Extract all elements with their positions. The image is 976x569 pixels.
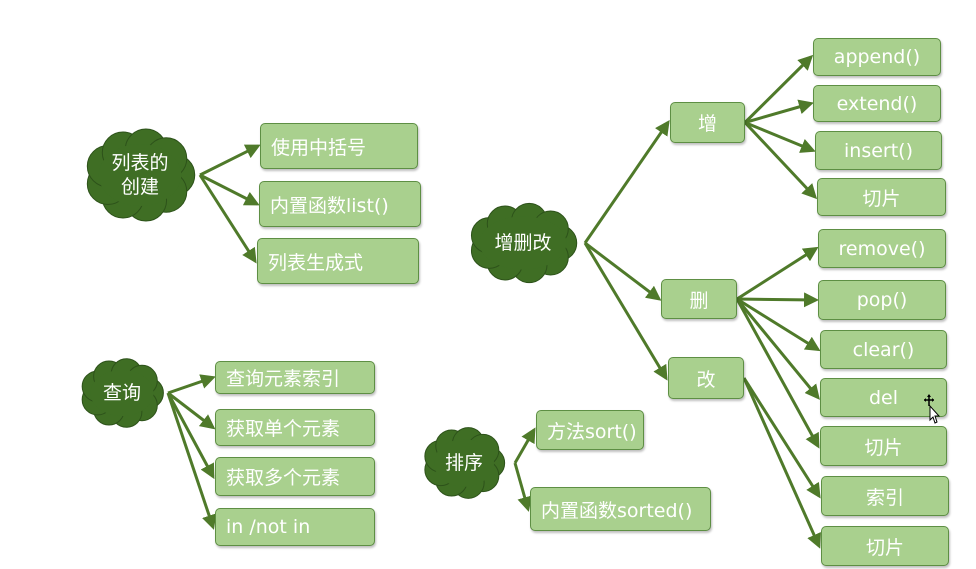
connector-delete-3 bbox=[735, 298, 820, 400]
node-add-2: insert() bbox=[815, 131, 942, 170]
branch-node-delete: 删 bbox=[661, 279, 737, 319]
connector-delete-1 bbox=[736, 292, 819, 308]
branch-node-modify: 改 bbox=[668, 357, 744, 399]
connector-query-1 bbox=[167, 391, 216, 430]
connector-modify-1 bbox=[742, 377, 821, 549]
node-add-3: 切片 bbox=[817, 178, 946, 216]
cloud-label-crud: 增删改 bbox=[494, 232, 552, 254]
connector-query-0 bbox=[167, 374, 216, 395]
connector-create-1 bbox=[199, 173, 260, 206]
node-delete-2: clear() bbox=[820, 330, 947, 369]
connector-add-0 bbox=[743, 54, 814, 124]
connector-query-2 bbox=[166, 392, 215, 480]
connector-sort-1 bbox=[513, 462, 532, 512]
connector-create-0 bbox=[199, 144, 261, 177]
connector-delete-4 bbox=[735, 298, 820, 449]
node-create-2: 列表生成式 bbox=[257, 238, 419, 284]
cloud-label-query: 查询 bbox=[102, 382, 142, 404]
connector-create-2 bbox=[198, 174, 257, 264]
node-add-1: extend() bbox=[813, 85, 941, 122]
node-delete-0: remove() bbox=[818, 229, 946, 268]
node-delete-4: 切片 bbox=[820, 426, 947, 466]
connector-sort-0 bbox=[513, 427, 536, 464]
node-sort-0: 方法sort() bbox=[536, 410, 644, 450]
node-query-0: 查询元素索引 bbox=[215, 361, 375, 394]
connector-crud-modify bbox=[583, 242, 668, 381]
move-cursor-icon bbox=[924, 394, 941, 424]
cloud-node-create bbox=[86, 128, 196, 222]
cloud-node-crud bbox=[470, 202, 578, 284]
node-modify-1: 切片 bbox=[821, 526, 949, 566]
connector-crud-delete bbox=[584, 241, 662, 301]
node-delete-3: del bbox=[820, 378, 947, 417]
cloud-label-create: 列表的 创建 bbox=[111, 152, 169, 198]
cloud-label-sort: 排序 bbox=[444, 452, 484, 474]
branch-node-add: 增 bbox=[670, 102, 745, 143]
connector-add-1 bbox=[744, 99, 814, 124]
connector-add-2 bbox=[744, 121, 816, 153]
connector-crud-add bbox=[583, 120, 670, 244]
connector-query-3 bbox=[166, 392, 217, 530]
node-create-1: 内置函数list() bbox=[259, 181, 421, 227]
node-create-0: 使用中括号 bbox=[260, 123, 418, 169]
connector-delete-2 bbox=[736, 297, 821, 352]
cloud-node-sort bbox=[424, 427, 506, 499]
node-modify-0: 索引 bbox=[821, 476, 949, 516]
connector-add-3 bbox=[743, 121, 818, 200]
node-add-0: append() bbox=[813, 38, 941, 76]
node-query-2: 获取多个元素 bbox=[215, 457, 375, 496]
node-query-1: 获取单个元素 bbox=[215, 409, 375, 446]
cloud-node-query bbox=[81, 358, 164, 428]
connector-delete-0 bbox=[736, 246, 819, 301]
connector-modify-0 bbox=[742, 377, 821, 499]
node-delete-1: pop() bbox=[818, 280, 946, 320]
node-query-3: in /not in bbox=[215, 508, 375, 546]
node-sort-1: 内置函数sorted() bbox=[530, 487, 711, 531]
